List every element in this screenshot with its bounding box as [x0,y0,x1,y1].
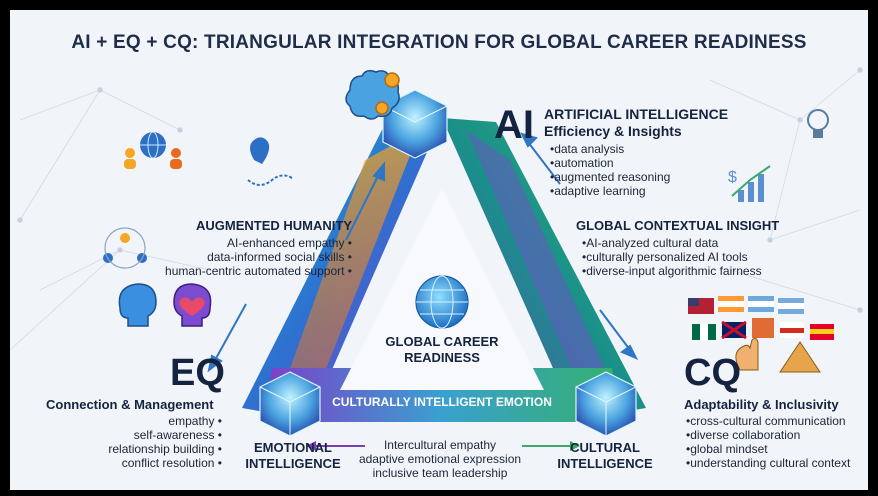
list-item: empathy [30,414,222,428]
list-item: data analysis [550,142,670,156]
list-item: Intercultural empathy [383,438,497,452]
brain-gear-icon [345,69,400,120]
ai-subtitle: Efficiency & Insights [544,123,682,139]
arrow-icons [207,132,639,373]
list-item: relationship building [30,442,222,456]
ai-abbreviation: AI [494,103,534,147]
cq-name-line1: CULTURAL [570,440,640,455]
ai-list: data analysis automation augmented reaso… [550,142,670,198]
cube-icon [575,371,637,437]
triangle-diagram: $ [10,67,863,451]
cq-name-line2: INTELLIGENCE [557,456,653,471]
list-item: adaptive learning [550,184,670,198]
list-item: inclusive team leadership [372,466,508,480]
list-item: data-informed social skills [110,250,352,264]
cq-name: CULTURAL INTELLIGENCE [550,440,660,472]
lightbulb-icon [807,109,829,138]
cube-icon [259,371,321,437]
list-item: culturally personalized AI tools [582,250,762,264]
heads-heart-icon [118,283,212,327]
center-label-line1: GLOBAL CAREER [385,334,499,349]
list-item: self-awareness [30,428,222,442]
infographic-frame: $ AI + EQ + CQ: TRIANGULAR INTEGRATION F… [10,10,868,490]
list-item: AI-analyzed cultural data [582,236,762,250]
augmented-humanity-list: AI-enhanced empathy data-informed social… [110,236,352,278]
cq-list: cross-cultural communication diverse col… [686,414,850,470]
list-item: cross-cultural communication [686,414,850,428]
list-item: AI-enhanced empathy [110,236,352,250]
cq-abbreviation: CQ [684,352,741,394]
eq-abbreviation: EQ [170,352,225,394]
global-contextual-insight-list: AI-analyzed cultural data culturally per… [582,236,762,278]
page-title: AI + EQ + CQ: TRIANGULAR INTEGRATION FOR… [71,32,807,53]
list-item: global mindset [686,442,850,456]
global-contextual-insight-heading: GLOBAL CONTEXTUAL INSIGHT [576,218,780,233]
eq-name: EMOTIONAL INTELLIGENCE [228,440,358,472]
eq-subtitle: Connection & Management [46,397,214,412]
cube-icon [382,89,448,159]
route-pin-icon [247,137,293,186]
ai-name: ARTIFICIAL INTELLIGENCE [544,106,729,122]
list-item: augmented reasoning [550,170,670,184]
globe-people-icon [124,131,182,169]
list-item: diverse collaboration [686,428,850,442]
eq-list: empathy self-awareness relationship buil… [30,414,222,470]
list-item: conflict resolution [30,456,222,470]
center-label-line2: READINESS [404,350,480,365]
list-item: adaptive emotional expression [358,452,522,466]
arrow-icons [306,441,580,451]
svg-text:$: $ [728,169,737,186]
globe-icon [415,275,469,329]
list-item: human-centric automated support [110,264,352,278]
culturally-intelligent-emotion-list: Intercultural empathy adaptive emotional… [352,438,528,480]
culturally-intelligent-emotion-heading: CULTURALLY INTELLIGENT EMOTION [332,395,552,409]
cq-subtitle: Adaptability & Inclusivity [684,397,839,412]
list-item: understanding cultural context [686,456,850,470]
list-item: automation [550,156,670,170]
eq-name-line2: INTELLIGENCE [245,456,341,471]
growth-chart-icon: $ [728,165,771,202]
list-item: diverse-input algorithmic fairness [582,264,761,278]
augmented-humanity-heading: AUGMENTED HUMANITY [196,218,352,233]
world-flags-icon [688,296,834,373]
center-label: GLOBAL CAREER READINESS [382,334,502,366]
eq-name-line1: EMOTIONAL [254,440,332,455]
